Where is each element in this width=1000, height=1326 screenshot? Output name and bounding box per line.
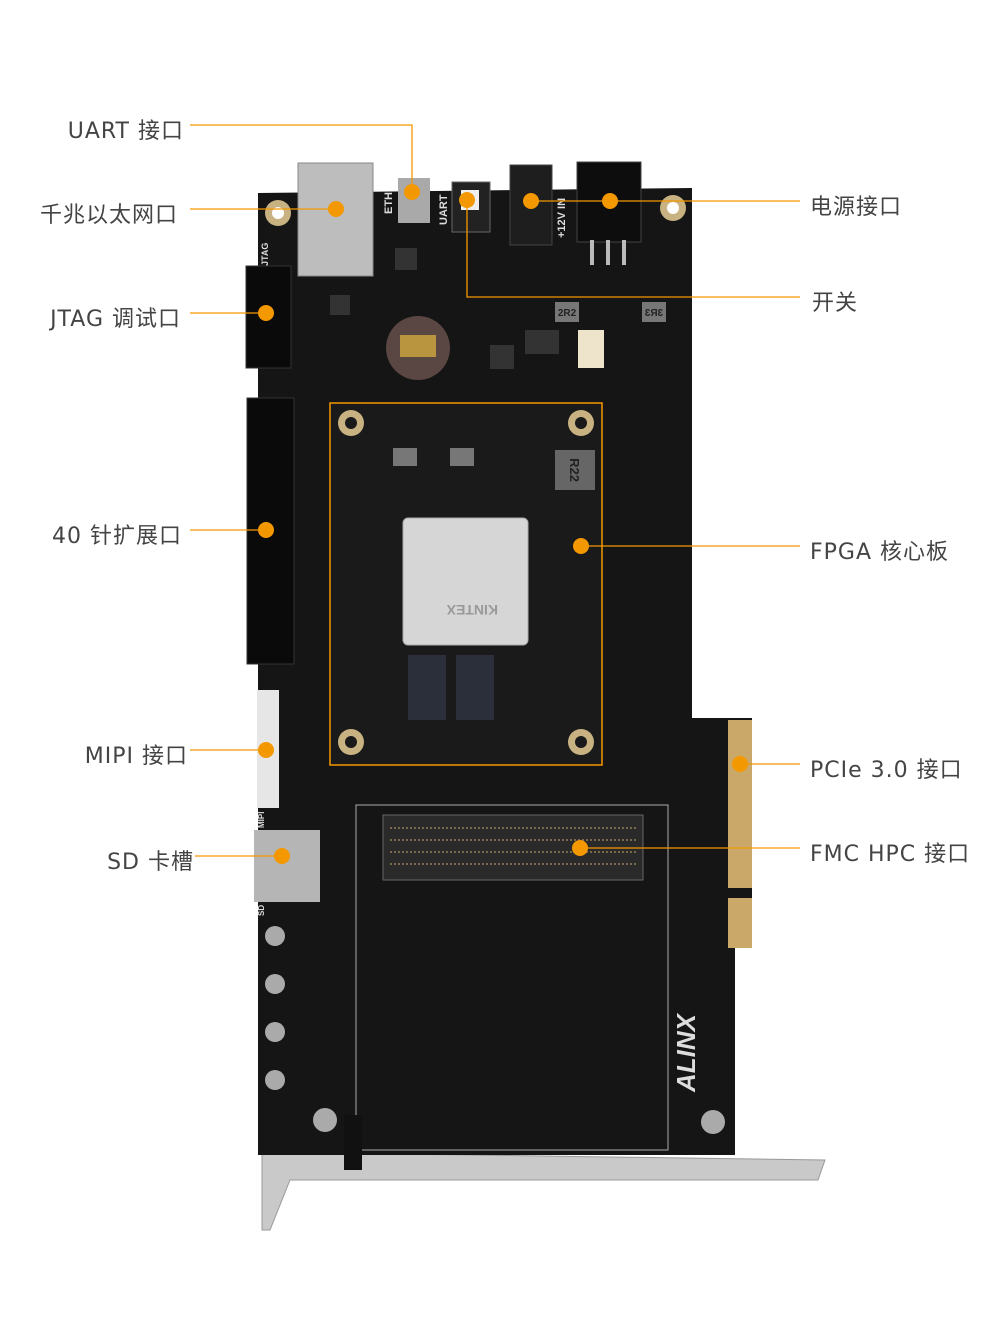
silk-jtag: JTAG <box>260 243 270 266</box>
leader-lines <box>190 124 800 857</box>
screw <box>313 1108 337 1132</box>
fpga-chip <box>402 517 529 646</box>
pcie-fingers-2 <box>728 898 752 948</box>
label-gpio40: 40 针扩展口 <box>52 524 182 549</box>
label-pcie: PCIe 3.0 接口 <box>810 758 963 783</box>
sd-slot <box>254 830 320 902</box>
inductor-r22 <box>555 450 595 490</box>
power-connector-pins <box>590 240 626 265</box>
inductor <box>450 448 474 466</box>
jumper <box>344 1115 362 1170</box>
mount-hole-center <box>272 207 284 219</box>
label-sd: SD 卡槽 <box>107 850 194 875</box>
silk-sd: SD <box>257 905 266 916</box>
label-ethernet: 千兆以太网口 <box>39 203 178 228</box>
label-mipi: MIPI 接口 <box>84 744 188 769</box>
pcie-bracket <box>261 1151 826 1231</box>
fmc-area <box>355 804 669 1151</box>
mount-hole-center <box>667 202 679 214</box>
silk-mipi: MIPI <box>257 812 266 828</box>
label-fpga: FPGA 核心板 <box>810 540 950 565</box>
chip-marking: KINTEX <box>446 602 498 618</box>
power-connector <box>576 161 642 243</box>
inductor-2r2 <box>555 302 579 322</box>
inductor-r22-label: R22 <box>567 458 582 482</box>
marker-dots <box>258 184 748 864</box>
user-keys <box>265 926 285 1090</box>
inductor <box>393 448 417 466</box>
ethernet-port <box>297 162 374 277</box>
label-power: 电源接口 <box>810 195 903 220</box>
label-fmc: FMC HPC 接口 <box>810 842 971 867</box>
silk-uart: UART <box>438 194 450 225</box>
dc-jack <box>509 164 553 246</box>
core-mount-hole-centers <box>345 417 587 748</box>
battery-clip <box>400 335 436 357</box>
label-uart: UART 接口 <box>67 119 184 144</box>
silk-eth: ETH <box>383 192 395 214</box>
inductor-3r3-label: 3R3 <box>644 308 663 319</box>
fmc-pins <box>390 827 636 865</box>
brand-logo: ALINX <box>671 1012 701 1093</box>
inductor-2r2-label: 2R2 <box>558 308 577 319</box>
ddr-chip <box>408 655 446 720</box>
ddr-chip <box>456 655 494 720</box>
components <box>330 248 604 369</box>
screw <box>701 1110 725 1134</box>
silk-power: +12V IN <box>556 198 568 238</box>
label-jtag: JTAG 调试口 <box>50 307 181 332</box>
inductor-3r3 <box>642 302 666 322</box>
pcie-fingers <box>728 720 752 888</box>
label-switch: 开关 <box>812 291 859 316</box>
